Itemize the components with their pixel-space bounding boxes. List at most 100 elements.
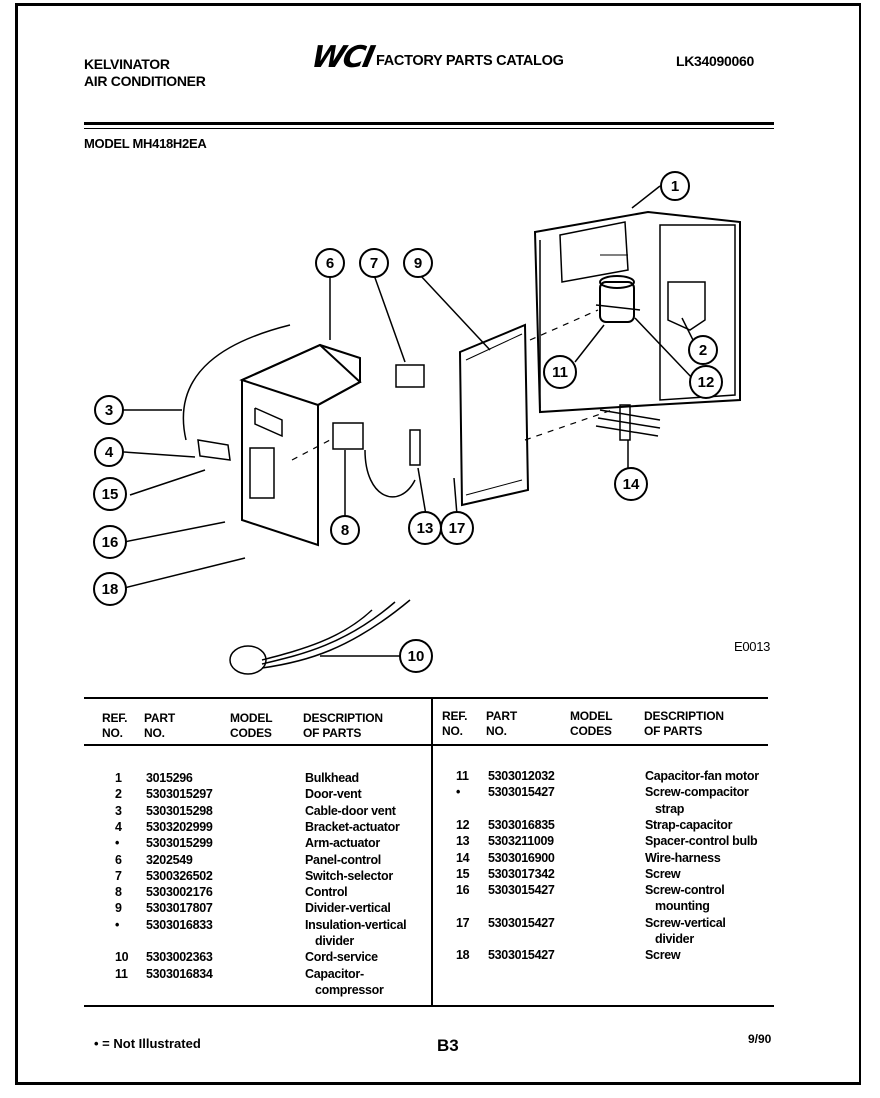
ref-no: 4 — [115, 819, 122, 834]
part-description-cont: divider — [315, 933, 354, 948]
part-no: 5303015427 — [488, 948, 555, 963]
part-description: Switch-selector — [305, 868, 393, 883]
callout-11: 11 — [543, 355, 577, 389]
ref-no: 3 — [115, 803, 122, 818]
table-top-rule — [84, 697, 768, 699]
ref-no: 17 — [456, 915, 470, 930]
part-no: 5303016900 — [488, 850, 555, 865]
part-description: Screw — [645, 948, 681, 963]
ref-no: 9 — [115, 901, 122, 916]
brand-line-1: KELVINATOR — [84, 56, 170, 72]
page-number: B3 — [437, 1036, 459, 1055]
not-illustrated-note: • = Not Illustrated — [94, 1036, 201, 1051]
ref-no: 10 — [115, 950, 129, 965]
callout-18: 18 — [93, 572, 127, 606]
control-part — [332, 422, 364, 450]
part-no: 5303017342 — [488, 866, 555, 881]
callout-14: 14 — [614, 467, 648, 501]
part-description: Control — [305, 885, 348, 900]
part-no: 5303202999 — [146, 819, 213, 834]
catalog-title: FACTORY PARTS CATALOG — [376, 53, 564, 69]
catalog-number: LK34090060 — [676, 53, 754, 69]
callout-13: 13 — [408, 511, 442, 545]
part-no: 5300326502 — [146, 868, 213, 883]
ref-no: 1 — [115, 771, 122, 785]
exploded-parts-diagram: 1 2 3 4 6 7 8 9 10 11 12 13 14 15 16 17 … — [93, 171, 741, 675]
ref-no: 6 — [115, 852, 122, 867]
part-description: Cable-door vent — [305, 803, 396, 818]
ref-no: 11 — [115, 966, 128, 981]
svg-text:3: 3 — [105, 402, 113, 419]
part-description: Door-vent — [305, 787, 362, 802]
table-header-rule — [84, 744, 768, 746]
part-no: 5303015298 — [146, 803, 213, 818]
part-no: 5303015297 — [146, 787, 213, 802]
part-description: Spacer-control bulb — [645, 834, 758, 849]
svg-text:10: 10 — [408, 648, 425, 665]
ref-no: 13 — [456, 834, 470, 849]
ref-no: 16 — [456, 883, 470, 898]
page-frame — [15, 3, 861, 1085]
callout-7: 7 — [359, 248, 389, 278]
cord-service-part — [229, 599, 411, 675]
part-description: Screw-compacitor — [645, 785, 749, 800]
part-no: 5303211009 — [488, 834, 554, 849]
header-ref-right: REF.NO. — [442, 709, 468, 738]
callout-12: 12 — [689, 365, 723, 399]
callout-16: 16 — [93, 525, 127, 559]
svg-text:1: 1 — [671, 178, 679, 195]
svg-text:16: 16 — [102, 534, 119, 551]
ref-no: 2 — [115, 787, 122, 802]
ref-no: 11 — [456, 769, 469, 783]
part-no: 5303015427 — [488, 915, 555, 930]
part-description: Screw-control — [645, 883, 725, 898]
table-bottom-rule — [84, 1005, 774, 1007]
bulkhead-part — [533, 210, 741, 414]
part-description: Screw-vertical — [645, 915, 726, 930]
part-description-cont: mounting — [655, 899, 710, 914]
part-description: Panel-control — [305, 852, 381, 867]
part-description-cont: compressor — [315, 982, 384, 997]
svg-text:2: 2 — [699, 342, 707, 359]
cable-door-vent-part — [182, 324, 291, 441]
callout-15: 15 — [93, 477, 127, 511]
ref-no: 15 — [456, 866, 470, 881]
header-rule — [84, 122, 774, 125]
bracket-actuator-part — [197, 439, 231, 461]
part-no: 5303016835 — [488, 817, 555, 832]
part-description: Wire-harness — [645, 850, 721, 865]
part-description: Capacitor-fan motor — [645, 769, 759, 783]
table-column-divider — [431, 699, 433, 1005]
diagram-code: E0013 — [734, 639, 771, 654]
svg-text:14: 14 — [623, 476, 640, 493]
ref-no: 7 — [115, 868, 122, 883]
brand-name: KELVINATOR AIR CONDITIONER — [84, 56, 206, 90]
svg-text:6: 6 — [326, 255, 334, 272]
part-description: Divider-vertical — [305, 901, 391, 916]
ref-no: 12 — [456, 817, 470, 832]
svg-text:18: 18 — [102, 581, 119, 598]
svg-text:17: 17 — [449, 520, 466, 537]
model-label: MODEL MH418H2EA — [84, 136, 207, 151]
svg-text:4: 4 — [105, 444, 114, 461]
svg-text:9: 9 — [414, 255, 422, 272]
svg-text:15: 15 — [102, 486, 119, 503]
part-no: 5303017807 — [146, 901, 213, 916]
part-description: Bulkhead — [305, 771, 359, 785]
svg-text:11: 11 — [552, 364, 568, 381]
callout-4: 4 — [94, 437, 124, 467]
part-no: 5303002176 — [146, 885, 213, 900]
wire-harness-part — [595, 404, 661, 441]
callout-1: 1 — [660, 171, 690, 201]
part-no: 5303016833 — [146, 917, 213, 932]
part-description: Cord-service — [305, 950, 378, 965]
revision-date: 9/90 — [748, 1032, 772, 1046]
part-no: 5303012032 — [488, 769, 555, 783]
callout-6: 6 — [315, 248, 345, 278]
ref-no: • — [115, 836, 120, 851]
